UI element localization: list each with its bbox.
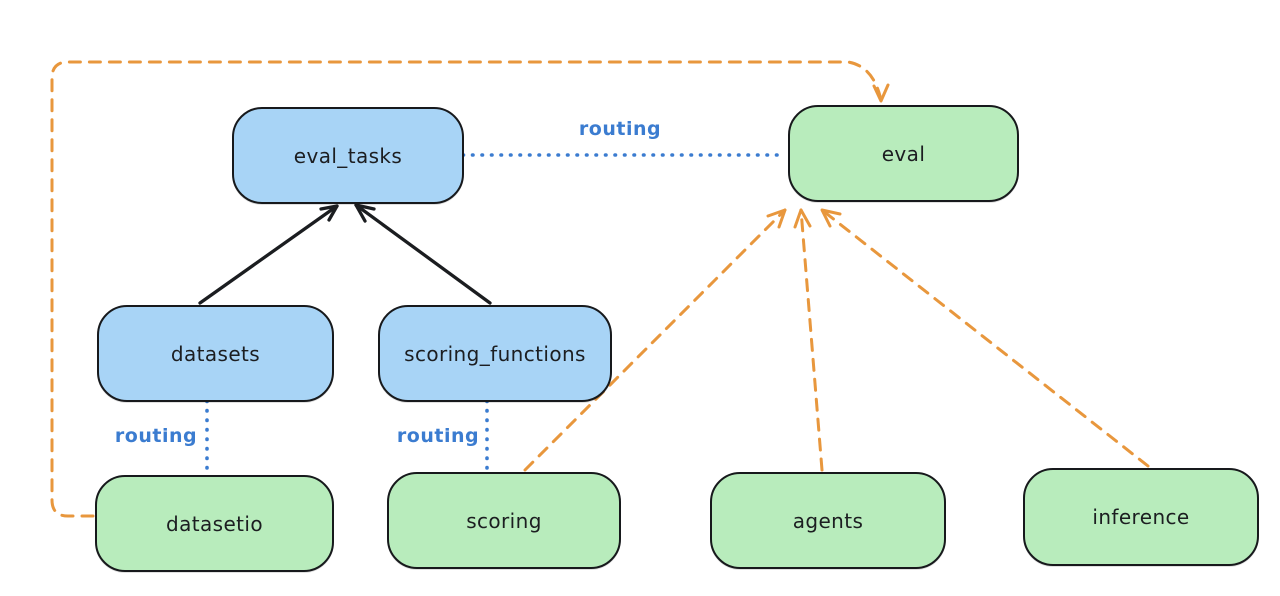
routing-label-eval-tasks-eval: routing [574, 118, 666, 140]
node-eval: eval [788, 105, 1019, 202]
arrowhead-scoring-to-eval-icon [766, 208, 787, 229]
node-datasets-label: datasets [170, 341, 261, 366]
routing-label-scoring-functions-scoring: routing [392, 425, 484, 447]
node-inference-label: inference [1092, 505, 1190, 529]
node-datasets: datasets [97, 305, 334, 402]
node-inference: inference [1023, 468, 1259, 566]
node-scoring-functions-label: scoring_functions [404, 341, 586, 366]
edge-datasets-to-eval-tasks [198, 204, 339, 305]
node-scoring-functions: scoring_functions [378, 305, 612, 402]
node-scoring-label: scoring [466, 508, 542, 533]
edge-datasetio-to-eval [50, 60, 882, 518]
node-scoring: scoring [387, 472, 621, 569]
node-datasetio: datasetio [95, 475, 334, 572]
arrowhead-datasets-to-eval-tasks-icon [319, 204, 339, 222]
arrowhead-inference-to-eval-icon [820, 208, 842, 228]
edge-scoring-to-eval [523, 208, 787, 472]
edge-agents-to-eval [799, 208, 824, 472]
node-agents-label: agents [792, 508, 864, 533]
node-eval-tasks: eval_tasks [232, 107, 464, 204]
node-datasetio-label: datasetio [165, 511, 263, 536]
arrowhead-agents-to-eval-icon [793, 208, 812, 229]
edge-scoring-functions-to-eval-tasks [354, 203, 492, 305]
node-eval-label: eval [881, 141, 926, 166]
arrowhead-scoring-functions-to-eval-tasks-icon [354, 203, 376, 223]
node-eval-tasks-label: eval_tasks [293, 143, 403, 168]
edge-inference-to-eval [820, 208, 1150, 468]
routing-label-datasets-datasetio: routing [110, 425, 202, 447]
arrowhead-datasetio-to-eval-icon [872, 83, 890, 103]
node-agents: agents [710, 472, 946, 569]
